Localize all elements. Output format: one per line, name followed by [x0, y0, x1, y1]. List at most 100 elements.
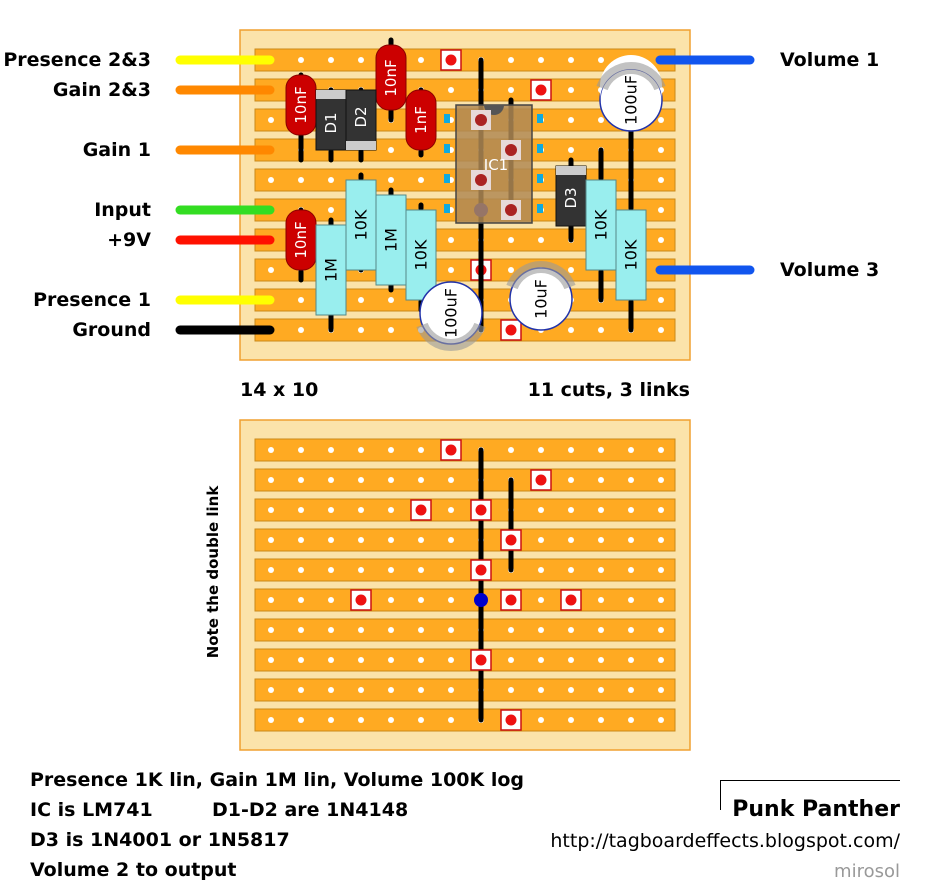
hole: [418, 567, 424, 573]
hole: [298, 297, 304, 303]
ecap-e1: 100uF: [596, 55, 666, 132]
hole: [628, 657, 634, 663]
hole: [598, 627, 604, 633]
hole: [358, 327, 364, 333]
r4-label: 10K: [412, 239, 431, 270]
hole: [448, 507, 454, 513]
r1-label: 1M: [322, 258, 341, 282]
hole: [448, 477, 454, 483]
hole: [508, 447, 514, 453]
hole: [658, 717, 664, 723]
hole: [628, 507, 634, 513]
strip: [254, 558, 676, 582]
hole: [658, 567, 664, 573]
hole: [358, 537, 364, 543]
hole: [328, 207, 334, 213]
diode-d2: D2: [345, 89, 377, 151]
hole: [388, 177, 394, 183]
res-r4: 10K: [405, 209, 437, 301]
hole: [328, 57, 334, 63]
r2-label: 10K: [352, 209, 371, 240]
bottom-links: [478, 447, 514, 723]
strip: [254, 438, 676, 462]
hole: [448, 537, 454, 543]
note-line-3: D3 is 1N4001 or 1N5817: [30, 829, 290, 851]
hole: [568, 627, 574, 633]
hole: [328, 627, 334, 633]
c4-label: 10nF: [292, 221, 310, 258]
bottom-cuts: [350, 439, 582, 731]
note-line-1: Presence 1K lin, Gain 1M lin, Volume 100…: [30, 769, 525, 791]
cap-c4: 10nF: [285, 209, 317, 271]
hole: [328, 477, 334, 483]
hole: [418, 597, 424, 603]
hole: [448, 687, 454, 693]
hole: [568, 717, 574, 723]
e1-label: 100uF: [622, 75, 641, 125]
hole: [298, 567, 304, 573]
hole: [568, 327, 574, 333]
hole: [268, 597, 274, 603]
diode-d3: D3: [555, 165, 587, 227]
hole: [658, 687, 664, 693]
hole: [538, 627, 544, 633]
hole: [358, 297, 364, 303]
r3-label: 1M: [382, 228, 401, 252]
hole: [268, 687, 274, 693]
hole: [508, 87, 514, 93]
hole: [418, 477, 424, 483]
credit-author: mirosol: [834, 861, 900, 882]
label-9v: +9V: [107, 229, 151, 251]
ecap-e2: 100uF: [416, 281, 486, 351]
hole: [388, 567, 394, 573]
top-board: 10nF 10nF 1nF 10nF D1 D2 D3 1M 10K 1M 10…: [175, 29, 755, 361]
hole: [298, 597, 304, 603]
hole: [418, 657, 424, 663]
hole: [448, 567, 454, 573]
hole: [388, 507, 394, 513]
hole: [628, 597, 634, 603]
hole: [298, 327, 304, 333]
hole: [568, 687, 574, 693]
hole: [538, 687, 544, 693]
hole: [568, 567, 574, 573]
hole: [538, 567, 544, 573]
board-size-caption: 14 x 10: [240, 379, 319, 401]
hole: [508, 657, 514, 663]
hole: [568, 507, 574, 513]
hole: [568, 447, 574, 453]
hole: [658, 537, 664, 543]
res-r2: 10K: [345, 179, 377, 271]
hole: [388, 297, 394, 303]
cap-c2: 10nF: [375, 44, 407, 111]
credit-url[interactable]: http://tagboardeffects.blogspot.com/: [550, 830, 900, 852]
hole: [448, 657, 454, 663]
strip: [254, 468, 676, 492]
ic1: IC1: [444, 104, 543, 224]
hole: [598, 657, 604, 663]
double-link-note: Note the double link: [204, 485, 222, 659]
ic1-label: IC1: [484, 156, 508, 174]
hole: [328, 597, 334, 603]
hole: [358, 567, 364, 573]
wires: [175, 55, 755, 335]
hole: [628, 627, 634, 633]
hole: [598, 537, 604, 543]
strip: [254, 528, 676, 552]
hole: [538, 597, 544, 603]
hole: [508, 627, 514, 633]
hole: [628, 537, 634, 543]
hole: [418, 627, 424, 633]
hole: [658, 177, 664, 183]
cap-c3: 1nF: [405, 89, 437, 151]
hole: [598, 447, 604, 453]
c1-label: 10nF: [292, 86, 310, 123]
hole: [388, 627, 394, 633]
hole: [598, 567, 604, 573]
label-gain-2-3: Gain 2&3: [52, 79, 151, 101]
hole: [628, 687, 634, 693]
hole: [328, 687, 334, 693]
hole: [538, 237, 544, 243]
hole: [658, 627, 664, 633]
hole: [448, 237, 454, 243]
